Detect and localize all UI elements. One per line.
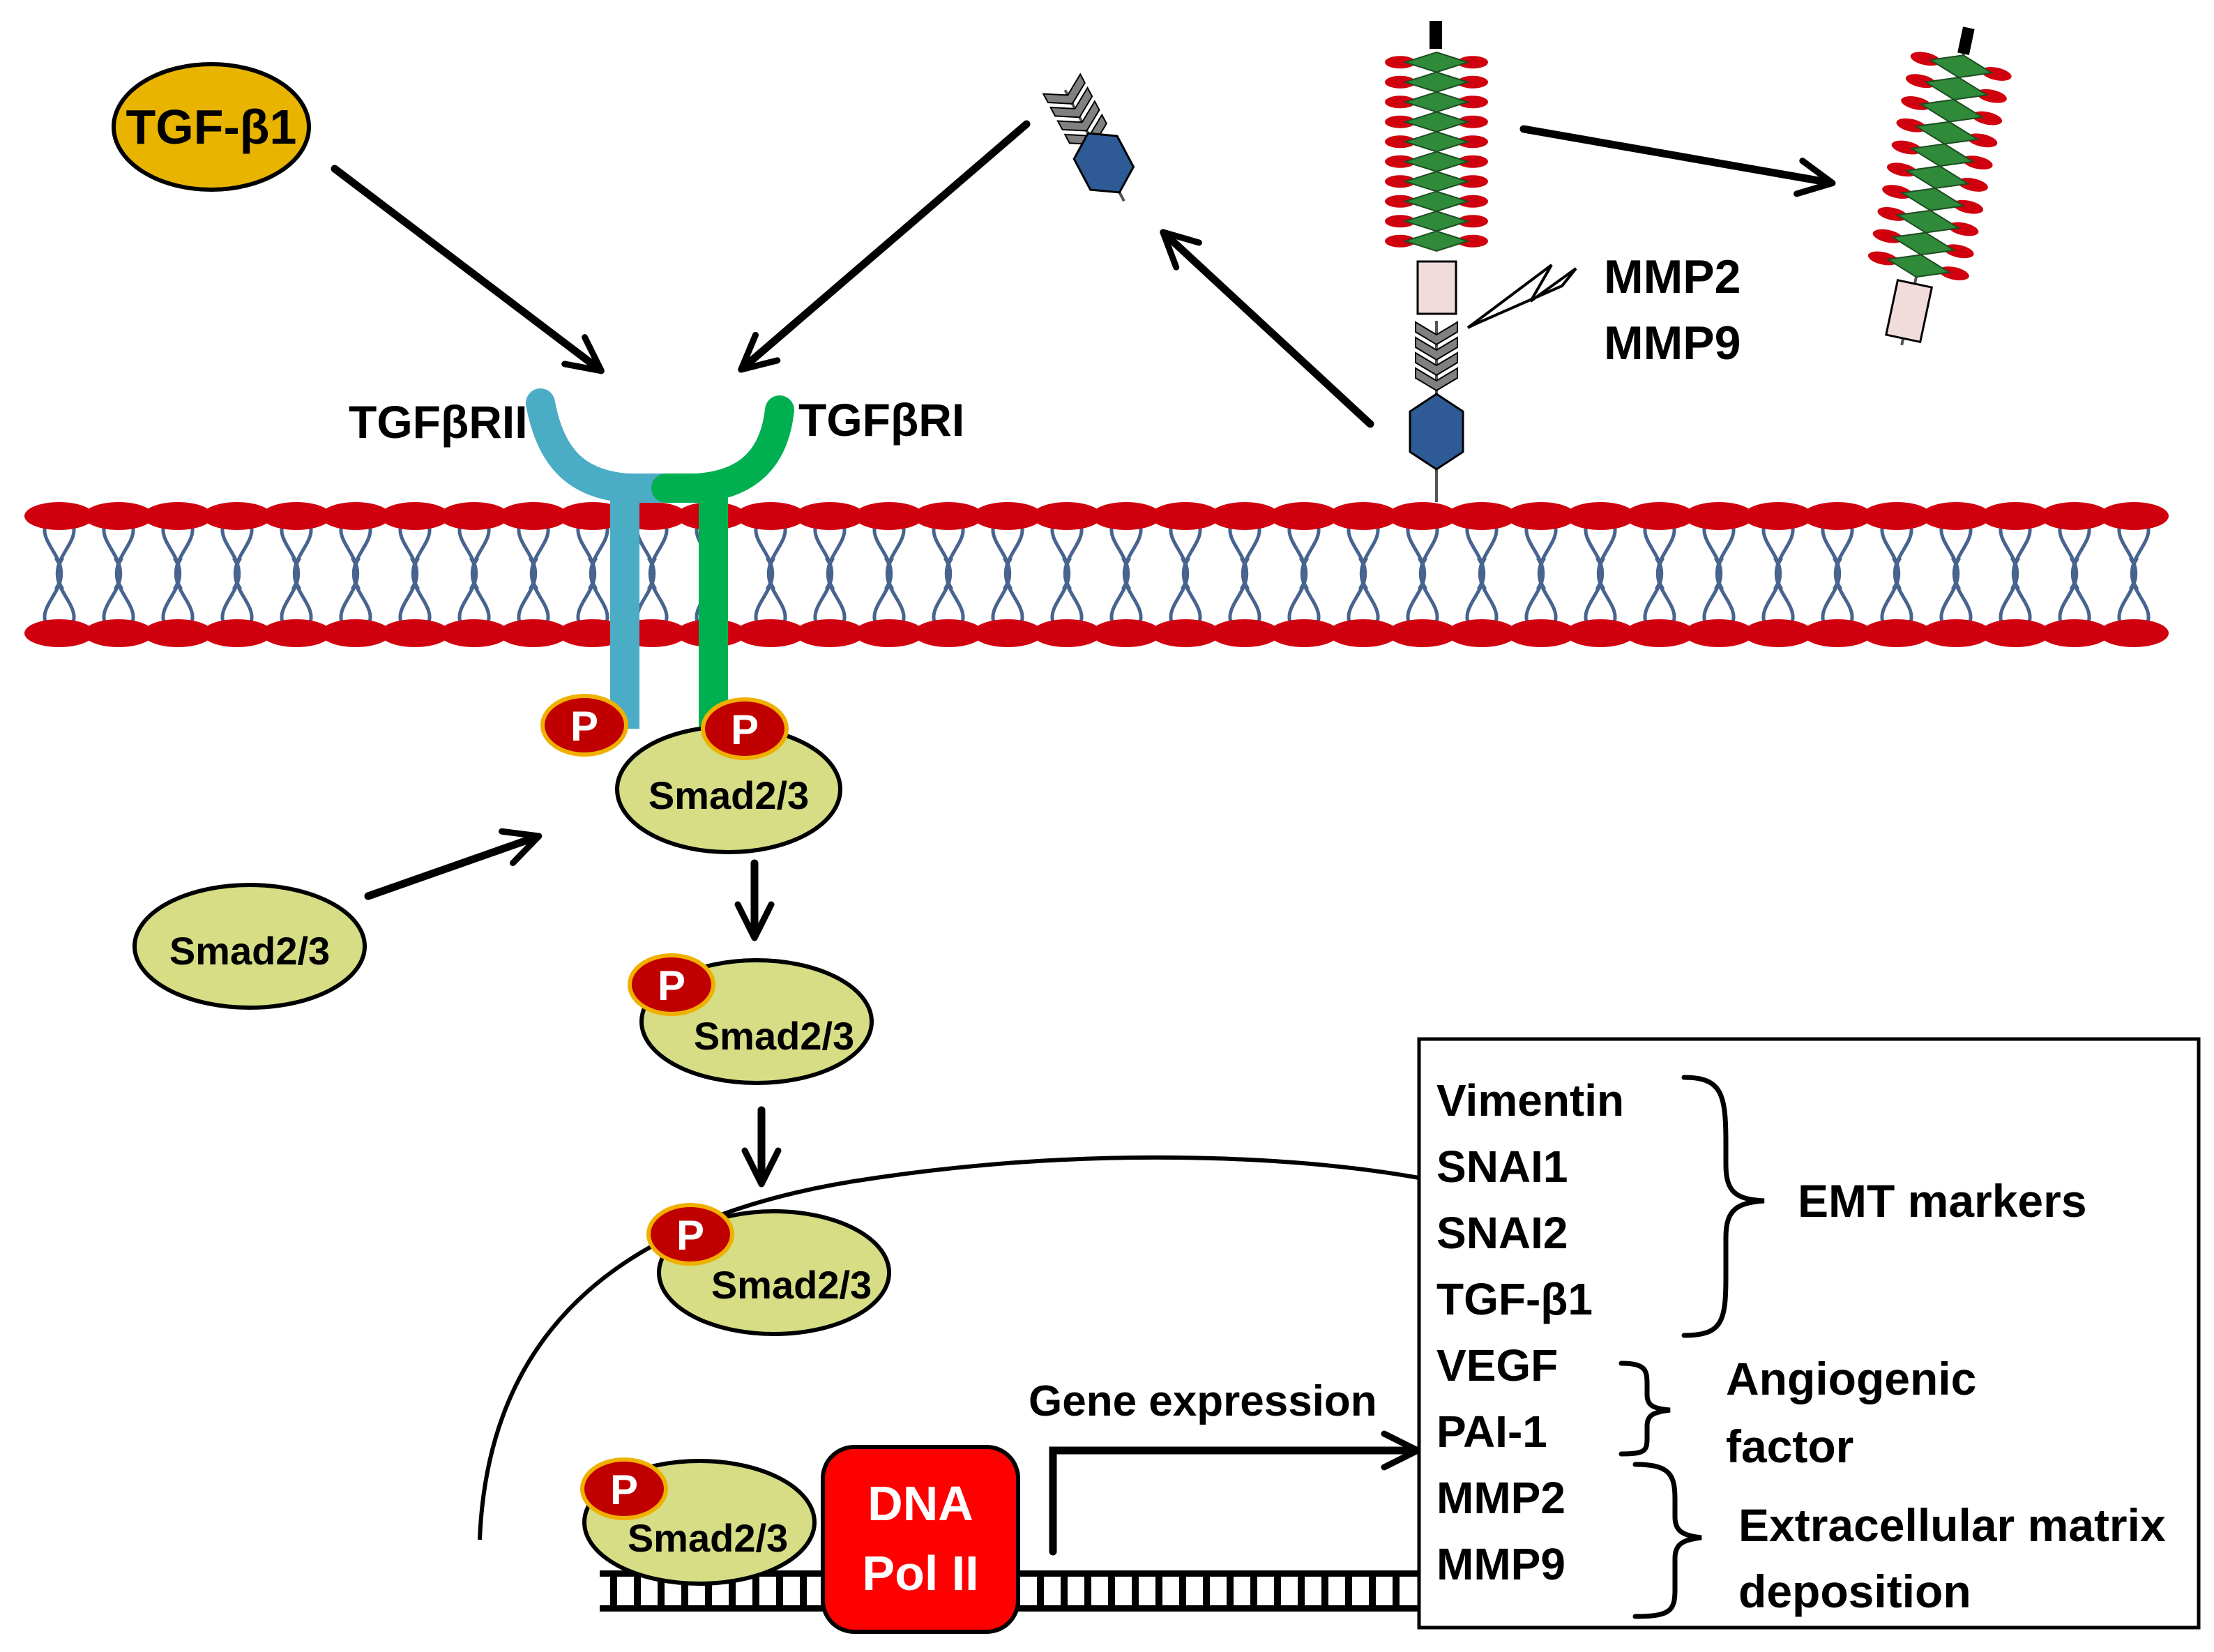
tgfbrii-label: TGFβRII [349,396,528,448]
angiogenic-label-line1: Angiogenic [1726,1353,1976,1404]
cleaved-protein [1867,26,2012,346]
smad-free: Smad2/3 [132,883,367,1010]
gene-item: SNAI2 [1436,1208,1568,1258]
brackets [1618,1075,1765,1619]
dna-pol-line2: Pol II [862,1546,978,1600]
tgfb1-ligand-label: TGF-β1 [126,100,297,154]
tgfbri-receptor [651,395,794,729]
arrow-lap-to-receptor [738,120,1031,373]
smad-label-nucleus: Smad2/3 [711,1263,872,1307]
phospho-receptor-i: P [701,697,789,760]
arrow-membrane-to-released [1160,229,1374,428]
angiogenic-label-line2: factor [1726,1420,1853,1472]
bound-chevrons [1415,321,1458,392]
lightning-bolt-icon [1466,264,1577,329]
dna-pol-line1: DNA [867,1476,973,1531]
phospho-nucleus: P [646,1203,734,1266]
gene-item: SNAI1 [1436,1142,1568,1192]
emt-bracket [1681,1075,1765,1338]
arrows [331,120,1836,1556]
arrow-ligand-to-receptor [331,165,605,374]
gene-expression-label: Gene expression [1029,1377,1377,1425]
tgfbri-label: TGFβRI [798,394,964,446]
gene-item: Vimentin [1436,1075,1624,1126]
smad-label-dna: Smad2/3 [628,1516,788,1560]
arrow-gene-expression [1049,1430,1421,1556]
phospho-label: P [731,706,759,753]
gene-item: MMP9 [1436,1539,1565,1589]
membrane-bound-latent-complex [1385,21,1488,502]
phospho-label: P [610,1467,638,1513]
smad-complex-receptor: Smad2/3 [615,725,842,854]
arrow-free-smad-to-complex [364,828,543,900]
mmp9-cleavage-label: MMP9 [1604,317,1741,370]
ecm-bracket [1632,1462,1702,1619]
bound-hexagon [1409,393,1464,471]
cell-membrane-bilayer [24,502,2169,647]
phospho-receptor-ii: P [540,694,628,757]
nuclear-envelope [478,1155,1423,1540]
dna-pol-ii: DNA Pol II [821,1445,1020,1634]
gene-item: PAI-1 [1436,1407,1547,1457]
mmp2-cleavage-label: MMP2 [1604,250,1741,303]
phospho-dna: P [580,1457,668,1520]
bound-protein-tip [1430,21,1442,49]
phospho-cytoplasm: P [628,953,715,1016]
gene-item: VEGF [1436,1340,1558,1390]
phospho-label: P [658,962,685,1009]
smad-label-receptor: Smad2/3 [649,773,809,817]
tgfbrii-receptor [526,388,677,729]
tgfb1-ligand: TGF-β1 [112,62,311,192]
smad-label-cytoplasm: Smad2/3 [694,1014,854,1058]
arrow-cleaved-protein [1519,125,1836,197]
angio-bracket [1618,1361,1671,1457]
ecm-label-line2: deposition [1738,1566,1971,1617]
phospho-label: P [676,1212,704,1259]
smad-label-free: Smad2/3 [169,929,330,973]
bound-linker [1416,260,1457,315]
gene-item: MMP2 [1436,1473,1565,1523]
phospho-label: P [570,703,598,750]
released-lap-fragment [1042,73,1135,202]
emt-markers-label: EMT markers [1798,1175,2087,1227]
gene-item: TGF-β1 [1436,1274,1593,1324]
ecm-label-line1: Extracellular matrix [1738,1499,2166,1551]
bound-protein-core [1385,51,1488,252]
